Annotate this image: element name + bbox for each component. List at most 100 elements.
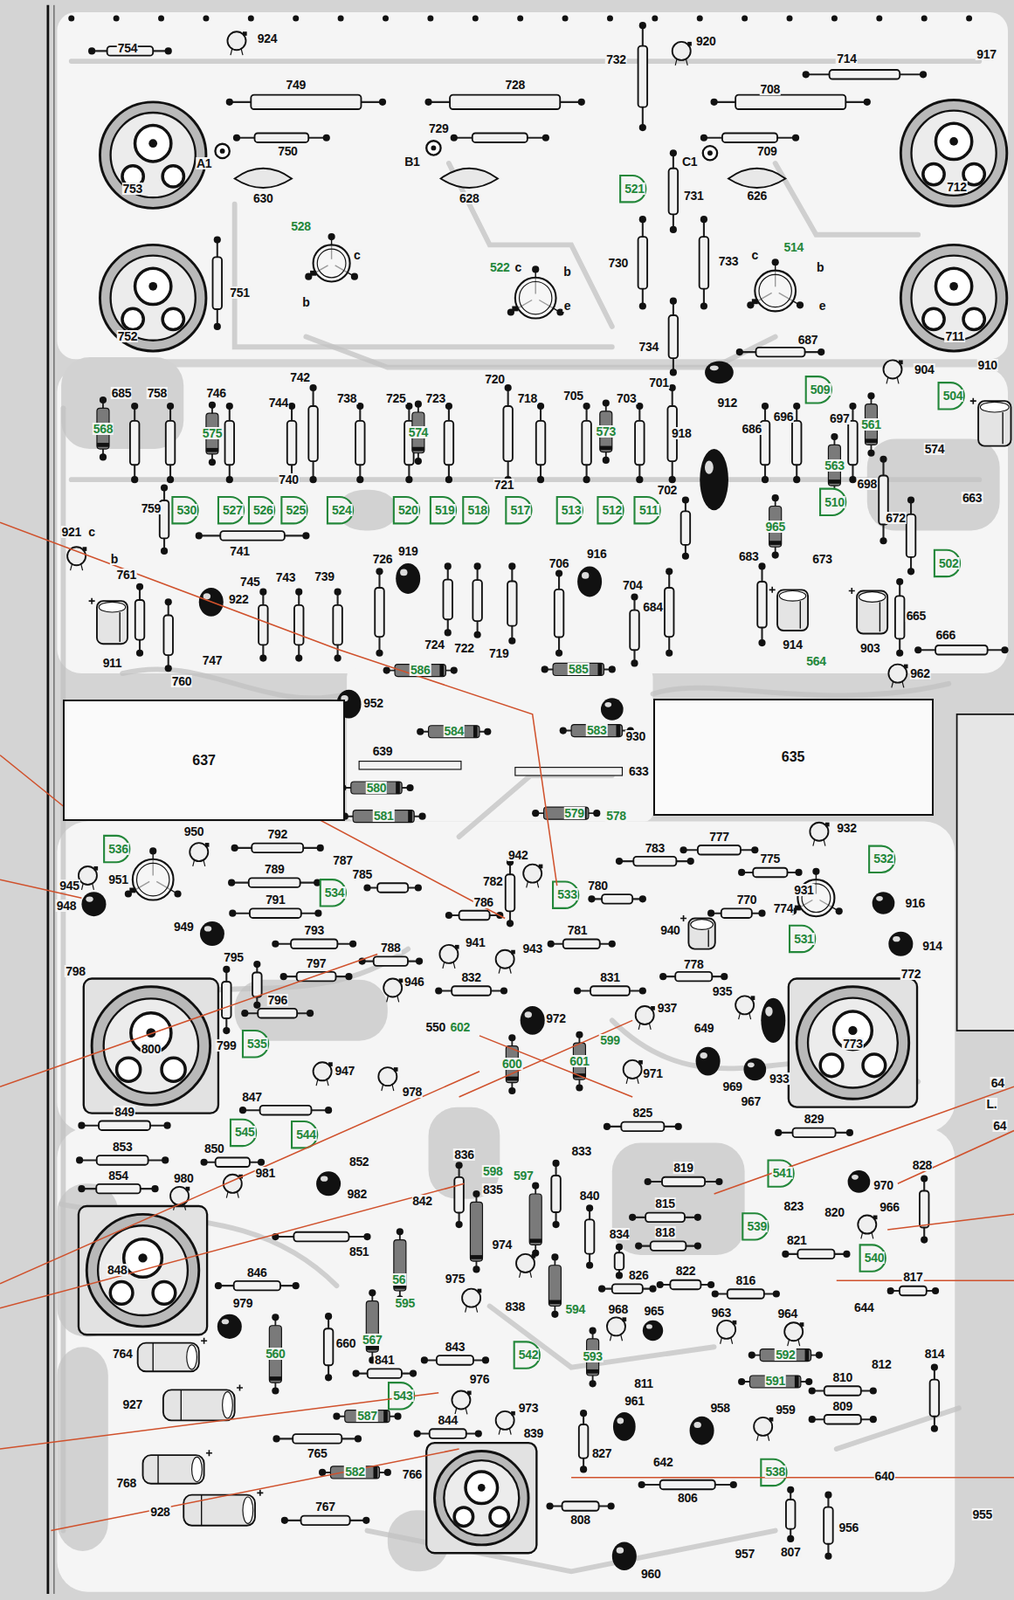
resistor-symbol [714, 95, 868, 110]
solder-pad [682, 496, 690, 504]
resistor-symbol [275, 1232, 367, 1242]
resistor-body [293, 1232, 349, 1242]
solder-pad [578, 98, 586, 106]
callout-number: 846 [246, 1266, 268, 1279]
test-point-dot [430, 144, 436, 151]
tantalum-capacitor [888, 931, 913, 957]
resistor-body [786, 1499, 796, 1530]
callout-number: 822 [675, 1264, 697, 1277]
solder-pad [450, 667, 458, 675]
solder-pad [354, 1434, 362, 1442]
cap-top [98, 601, 125, 613]
solder-pad [772, 258, 780, 266]
resistor-symbol [591, 894, 642, 904]
callout-number: 775 [759, 852, 781, 865]
part-number: 527 [221, 503, 243, 517]
resistor-body [792, 420, 802, 465]
test-point-dot [707, 150, 713, 156]
solder-pad [508, 1087, 516, 1095]
solder-pad [669, 149, 677, 157]
resistor-symbol [579, 1413, 589, 1470]
transistor-outline [760, 1459, 787, 1486]
part-number: 578 [605, 809, 627, 822]
solder-pad [508, 637, 516, 645]
pot-ring [99, 102, 206, 209]
cap-body [696, 1047, 721, 1077]
solder-pad [226, 475, 234, 483]
solder-pad [472, 1265, 480, 1273]
part-number: 502 [938, 557, 959, 570]
resistor-symbol [362, 956, 420, 966]
solder-pad [272, 1434, 280, 1442]
resistor-body [551, 1175, 561, 1213]
transistor-small [784, 1322, 804, 1346]
resistor-symbol [242, 1105, 329, 1116]
resistor-body [727, 1289, 765, 1299]
long-component [515, 767, 623, 776]
callout-number: 666 [935, 628, 957, 642]
callout-number: 702 [656, 483, 678, 497]
cap-highlight [710, 365, 719, 371]
polarity-mark [89, 598, 96, 605]
solder-pad [271, 940, 279, 948]
solder-pad [420, 1356, 428, 1364]
resistor-symbol [199, 531, 307, 541]
callout-number: A1 [195, 157, 213, 170]
cap-highlight [646, 1324, 653, 1329]
cap-end [242, 1496, 254, 1524]
diode-body [529, 1193, 542, 1245]
resistor-body [377, 882, 408, 893]
pot-lobe [117, 1057, 141, 1082]
resistor-body [221, 981, 232, 1019]
callout-number: 739 [313, 570, 335, 583]
callout-number: 712 [945, 180, 967, 194]
transistor-small [227, 31, 247, 56]
transistor-outline [557, 496, 583, 524]
callout-number: 957 [733, 1547, 755, 1560]
diode-symbol [344, 810, 423, 823]
transistor-small [78, 866, 98, 890]
transistor-rim [758, 274, 792, 307]
callout-number: 848 [106, 1263, 128, 1277]
solder-pad [356, 475, 364, 483]
part-number: 518 [466, 503, 488, 517]
solder-pad [414, 457, 422, 465]
solder-pad [161, 1156, 169, 1164]
solder-pad [151, 1185, 159, 1193]
transistor-rim [317, 248, 346, 278]
solder-pad [165, 664, 173, 672]
transistor-small [313, 1062, 333, 1086]
solder-pad [808, 1386, 816, 1394]
callout-number: 841 [373, 1353, 395, 1366]
callout-number: 633 [627, 765, 649, 778]
callout-number: 921 [61, 525, 83, 539]
resistor-body [721, 908, 752, 918]
part-number: 600 [501, 1057, 523, 1070]
callout-number: 798 [64, 965, 86, 978]
pot-lobe [162, 308, 184, 330]
callout-number: 942 [507, 848, 529, 862]
diode-body [552, 662, 604, 676]
resistor-body [699, 236, 710, 290]
pot-face [910, 255, 996, 341]
solder-pad [651, 15, 658, 22]
callout-number: e [563, 299, 573, 312]
electrolytic-capacitor [137, 1338, 207, 1373]
transistor-outline [505, 496, 532, 524]
cap-top [690, 919, 714, 931]
callout-number: 783 [644, 841, 666, 855]
pot-lobe [122, 308, 144, 330]
resistor-symbol [165, 406, 176, 480]
pcb-trace [775, 163, 919, 235]
component-block: 637 [62, 699, 345, 821]
solder-pad [615, 1271, 623, 1279]
callout-number: b [301, 296, 311, 309]
diode-band [269, 1376, 282, 1381]
solder-pad [786, 1486, 794, 1494]
part-number: 520 [397, 503, 419, 517]
resistor-body [374, 587, 385, 637]
solder-pad [323, 134, 331, 142]
transistor-outline [320, 879, 346, 906]
diode-band [864, 438, 877, 443]
wire-line [0, 953, 378, 1087]
